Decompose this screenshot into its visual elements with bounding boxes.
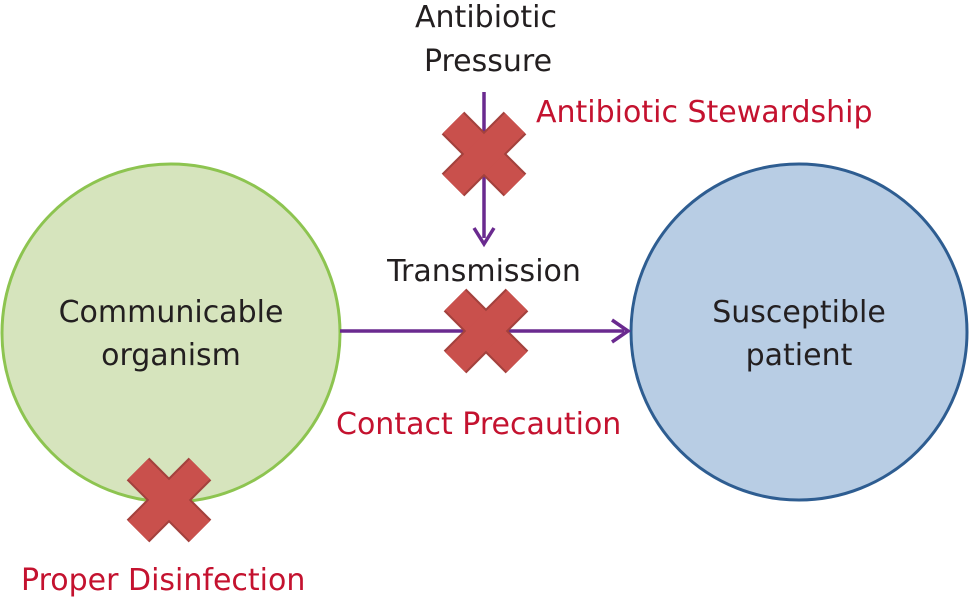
target-label-line2: patient bbox=[746, 338, 853, 373]
source-label-line2: organism bbox=[101, 338, 241, 373]
pressure-label-line1: Antibiotic bbox=[415, 0, 557, 35]
pressure-label-line2: Pressure bbox=[424, 44, 552, 79]
x-cross-icon-contact bbox=[455, 300, 517, 362]
x-cross-icon-stewardship bbox=[453, 123, 515, 185]
transmission-label: Transmission bbox=[386, 254, 581, 289]
source-label-line1: Communicable bbox=[59, 295, 284, 330]
x-cross-icon-disinfection bbox=[138, 469, 200, 531]
communicable-organism-circle bbox=[0, 162, 342, 504]
stewardship-label: Antibiotic Stewardship bbox=[536, 95, 873, 130]
susceptible-patient-circle bbox=[629, 162, 969, 502]
contact-precaution-label: Contact Precaution bbox=[336, 407, 621, 442]
disinfection-label: Proper Disinfection bbox=[21, 563, 305, 598]
target-label-line1: Susceptible bbox=[712, 295, 886, 330]
